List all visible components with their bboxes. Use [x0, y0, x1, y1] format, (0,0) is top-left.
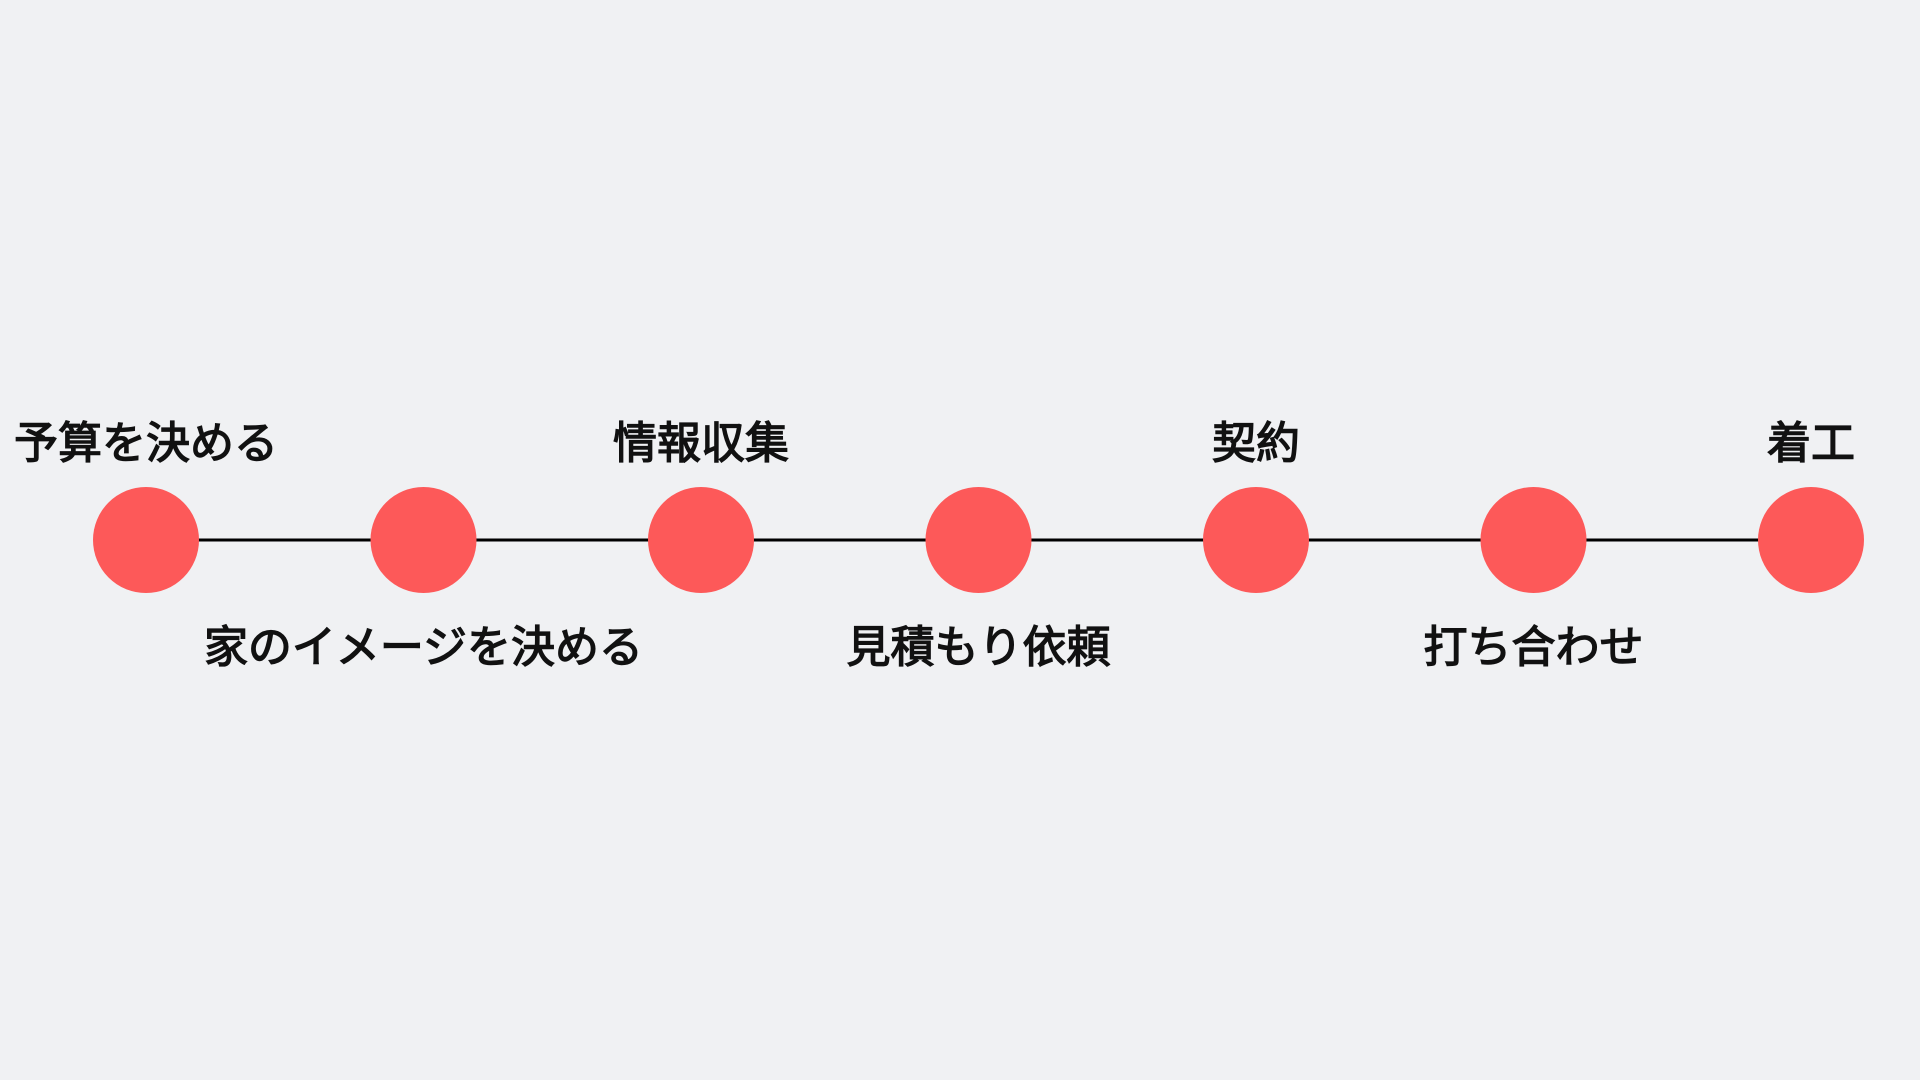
step-node — [1480, 487, 1587, 593]
step-label: 見積もり依頼 — [847, 622, 1112, 673]
step-label: 契約 — [1212, 418, 1300, 469]
step-label: 予算を決める — [14, 418, 278, 469]
step-node — [648, 487, 754, 593]
step-label: 家のイメージを決める — [204, 622, 643, 673]
step-nodes — [93, 487, 1864, 593]
step-label: 打ち合わせ — [1424, 622, 1644, 673]
step-label: 情報収集 — [613, 418, 789, 469]
step-label: 着工 — [1767, 418, 1855, 469]
step-node — [1758, 487, 1864, 593]
step-node — [1203, 487, 1309, 593]
step-node — [370, 487, 477, 593]
step-node — [93, 487, 199, 593]
step-node — [925, 487, 1032, 593]
